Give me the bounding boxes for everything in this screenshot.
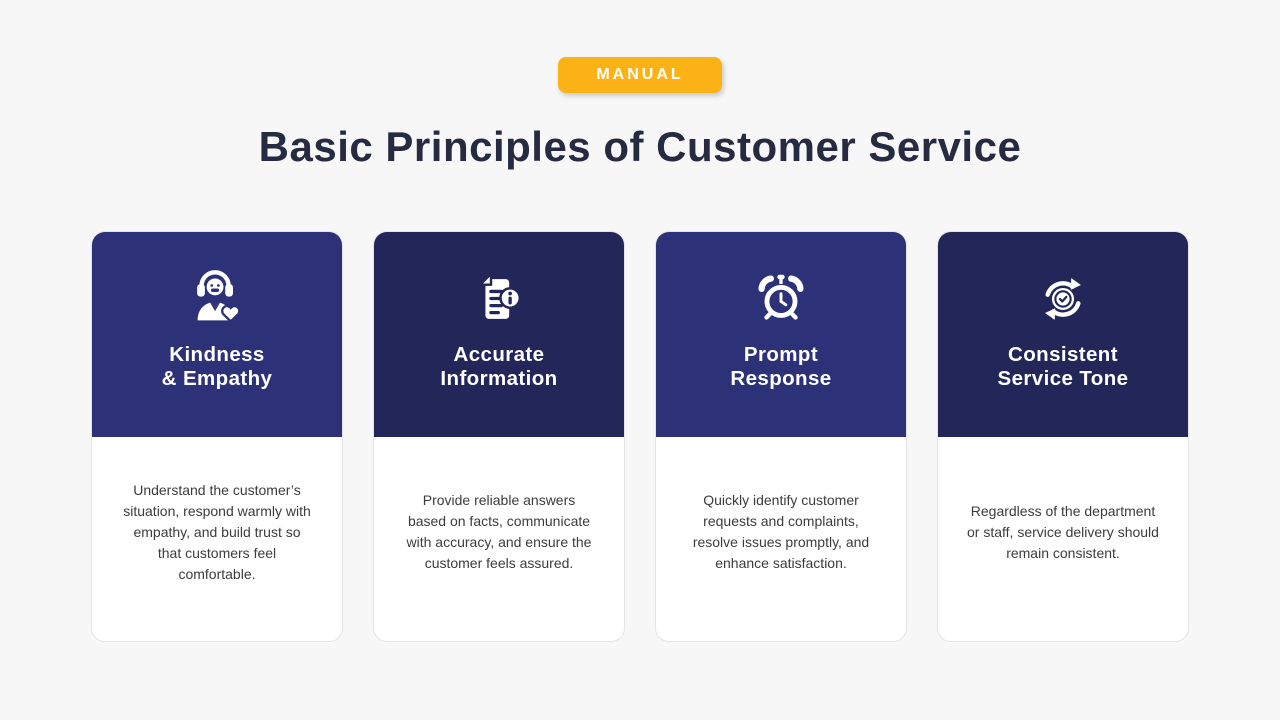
card-kindness-empathy: Kindness & Empathy Understand the custom…: [91, 231, 343, 643]
card-title: Consistent Service Tone: [997, 343, 1129, 390]
principle-cards: Kindness & Empathy Understand the custom…: [0, 231, 1280, 643]
support-agent-heart-icon: [186, 268, 248, 330]
card-accurate-information: Accurate Information Provide reliable an…: [373, 231, 625, 643]
card-header: Kindness & Empathy: [92, 232, 342, 438]
badge-container: MANUAL: [0, 0, 1280, 93]
manual-badge: MANUAL: [558, 57, 722, 93]
card-header: Accurate Information: [374, 232, 624, 438]
card-description: Quickly identify customer requests and c…: [692, 492, 870, 572]
card-header: Consistent Service Tone: [938, 232, 1188, 438]
card-body: Provide reliable answers based on facts,…: [374, 437, 624, 641]
alarm-clock-icon: [750, 268, 812, 330]
card-description: Regardless of the department or staff, s…: [967, 502, 1159, 561]
document-info-icon: [468, 268, 530, 330]
card-description: Understand the customer’s situation, res…: [123, 481, 311, 582]
card-title: Accurate Information: [440, 343, 558, 390]
card-title: Kindness & Empathy: [161, 343, 273, 390]
card-description: Provide reliable answers based on facts,…: [406, 492, 592, 572]
card-body: Understand the customer’s situation, res…: [92, 437, 342, 641]
card-body: Regardless of the department or staff, s…: [938, 437, 1188, 641]
card-body: Quickly identify customer requests and c…: [656, 437, 906, 641]
card-consistent-service-tone: Consistent Service Tone Regardless of th…: [937, 231, 1189, 643]
card-prompt-response: Prompt Response Quickly identify custome…: [655, 231, 907, 643]
page-title: Basic Principles of Customer Service: [258, 123, 1022, 170]
card-header: Prompt Response: [656, 232, 906, 438]
card-title: Prompt Response: [730, 343, 832, 390]
sync-check-icon: [1032, 268, 1094, 330]
